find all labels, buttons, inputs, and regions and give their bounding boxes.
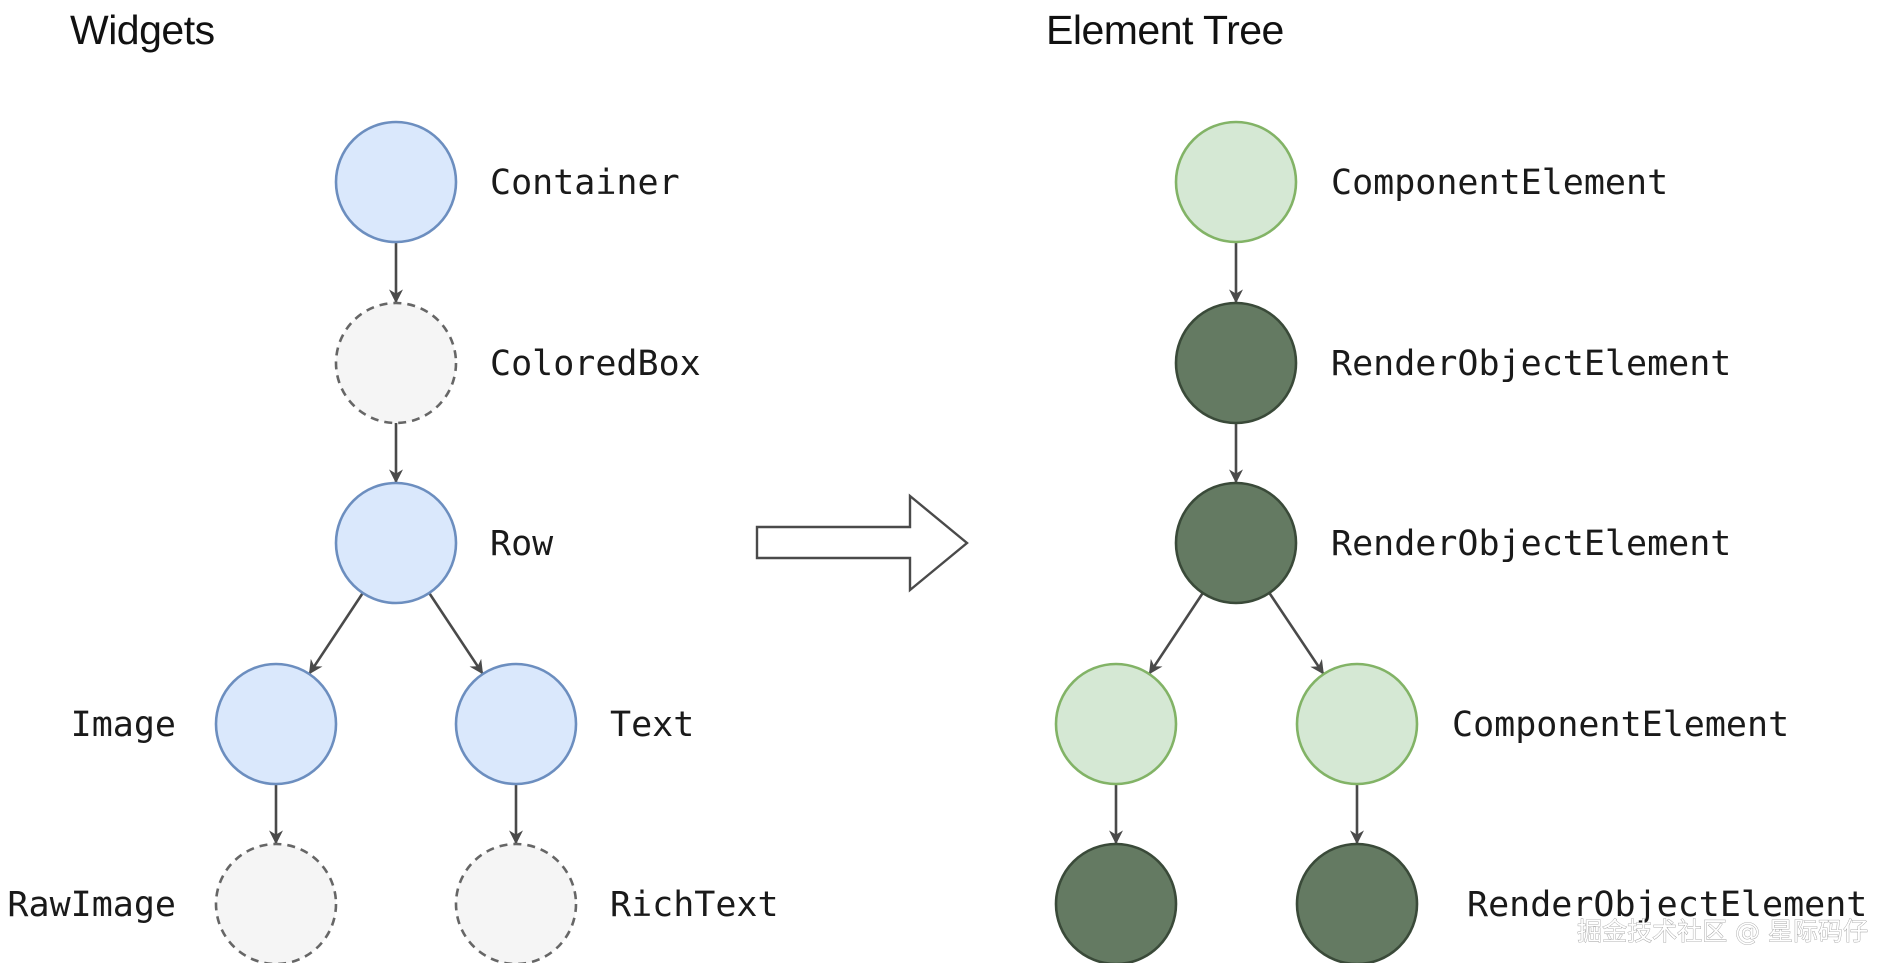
- widget-node-circle-implicit: [454, 842, 578, 963]
- widget-node-circle-implicit: [334, 301, 458, 425]
- widget-node-label: ColoredBox: [490, 344, 701, 384]
- element-edge-e_row-to-e_text: [1268, 592, 1325, 675]
- element-tree-title: Element Tree: [1046, 7, 1284, 53]
- element-node-e_container: ComponentElement: [1174, 120, 1668, 244]
- element-node-e_image: [1054, 662, 1178, 786]
- widget-node-text: Text: [454, 662, 694, 786]
- watermark-text: 掘金技术社区 @ 星际码仔: [1577, 917, 1868, 946]
- element-node-circle-render_object: [1054, 842, 1178, 963]
- element-node-e_coloredbox: RenderObjectElement: [1174, 301, 1731, 425]
- widget-node-circle-widget: [214, 662, 338, 786]
- element-node-label: RenderObjectElement: [1331, 524, 1731, 564]
- widget-node-coloredbox: ColoredBox: [334, 301, 701, 425]
- widget-node-label: RichText: [610, 885, 779, 925]
- element-node-circle-component: [1054, 662, 1178, 786]
- element-node-e_richtext: RenderObjectElement: [1295, 842, 1867, 963]
- widget-edge-row-to-image: [308, 592, 364, 675]
- element-node-label: ComponentElement: [1331, 163, 1668, 203]
- widget-node-richtext: RichText: [454, 842, 779, 963]
- element-node-label: RenderObjectElement: [1331, 344, 1731, 384]
- widget-node-label: Row: [490, 524, 554, 564]
- widget-node-label: Text: [610, 705, 694, 745]
- element-node-circle-render_object: [1295, 842, 1419, 963]
- widget-node-label: Image: [71, 705, 176, 745]
- element-node-circle-component: [1174, 120, 1298, 244]
- widget-node-container: Container: [334, 120, 680, 244]
- widget-node-rawimage: RawImage: [7, 842, 338, 963]
- element-node-e_row: RenderObjectElement: [1174, 481, 1731, 605]
- element-node-circle-render_object: [1174, 301, 1298, 425]
- element-node-circle-component: [1295, 662, 1419, 786]
- element-node-label: ComponentElement: [1452, 705, 1789, 745]
- widget-node-row: Row: [334, 481, 554, 605]
- element-edge-e_row-to-e_image: [1148, 592, 1204, 675]
- widget-node-circle-widget: [334, 481, 458, 605]
- element-node-circle-render_object: [1174, 481, 1298, 605]
- element-node-label: RenderObjectElement: [1467, 885, 1867, 925]
- widget-node-label: RawImage: [7, 885, 176, 925]
- widget-edge-row-to-text: [428, 592, 484, 675]
- widget-node-image: Image: [71, 662, 338, 786]
- widgets-title: Widgets: [70, 7, 215, 53]
- widget-node-circle-widget: [334, 120, 458, 244]
- widget-node-label: Container: [490, 163, 680, 203]
- widget-node-circle-implicit: [214, 842, 338, 963]
- element-node-e_text: ComponentElement: [1295, 662, 1789, 786]
- transform-arrow-icon: [755, 493, 969, 593]
- widget-node-circle-widget: [454, 662, 578, 786]
- edges-layer: [269, 242, 1364, 845]
- element-node-e_rawimage: [1054, 842, 1178, 963]
